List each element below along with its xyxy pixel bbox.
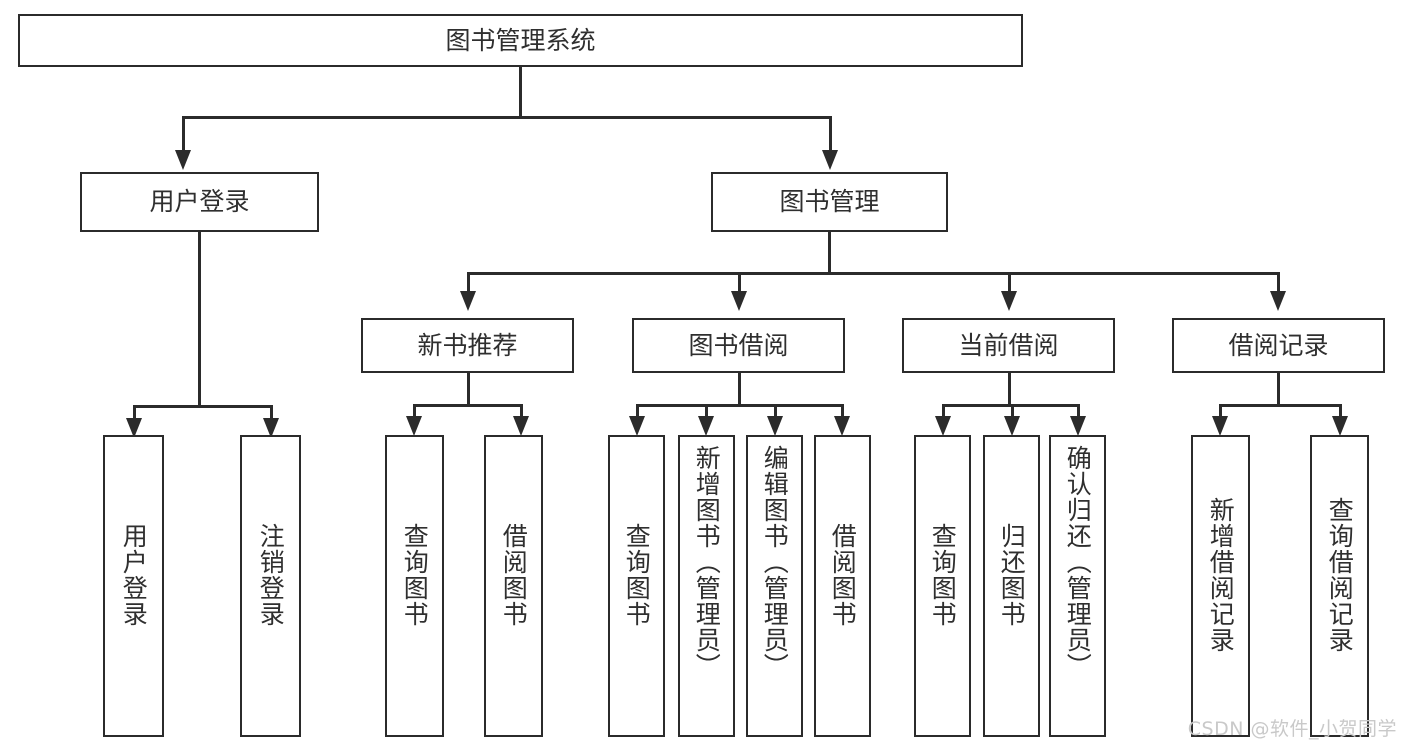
connector-user-login-trunk (198, 232, 201, 407)
connector-bm-to-new-book (467, 272, 470, 294)
arrowhead-root-to-book-management (822, 150, 838, 170)
connector-borrow-record-trunk (1277, 373, 1280, 406)
connector-root-trunk (519, 67, 522, 117)
connector-book-management-trunk (828, 232, 831, 274)
arrowhead-bm-to-current-borrow (1001, 291, 1017, 311)
connector-bm-to-borrow-record (1277, 272, 1280, 294)
leaf-borrow-book-1[interactable]: 借阅图书 (484, 435, 543, 737)
arrowhead-bb-to-leaf-3 (767, 416, 783, 436)
arrowhead-bb-to-leaf-1 (629, 416, 645, 436)
leaf-user-login[interactable]: 用户登录 (103, 435, 164, 737)
arrowhead-cb-to-leaf-1 (935, 416, 951, 436)
arrowhead-cb-to-leaf-2 (1004, 416, 1020, 436)
leaf-borrow-book-2[interactable]: 借阅图书 (814, 435, 871, 737)
connector-root-to-user-login (182, 116, 185, 152)
connector-bm-to-current-borrow (1008, 272, 1011, 294)
leaf-add-record[interactable]: 新增借阅记录 (1191, 435, 1250, 737)
leaf-edit-book[interactable]: 编辑图书（管理员） (746, 435, 803, 737)
connector-book-management-bus (467, 272, 1279, 275)
connector-bb-to-leaf-3 (774, 404, 777, 420)
connector-new-book-trunk (467, 373, 470, 406)
arrowhead-bb-to-leaf-4 (834, 416, 850, 436)
arrowhead-bm-to-new-book (460, 291, 476, 311)
connector-br-to-leaf-1 (1219, 404, 1222, 420)
arrowhead-bb-to-leaf-2 (698, 416, 714, 436)
arrowhead-new-book-to-leaf-2 (513, 416, 529, 436)
node-borrow-record[interactable]: 借阅记录 (1172, 318, 1385, 373)
connector-new-book-to-leaf-1 (413, 404, 416, 420)
leaf-query-book-3[interactable]: 查询图书 (914, 435, 971, 737)
node-book-management[interactable]: 图书管理 (711, 172, 948, 232)
node-new-book-recommend[interactable]: 新书推荐 (361, 318, 574, 373)
leaf-add-book[interactable]: 新增图书（管理员） (678, 435, 735, 737)
node-book-borrow[interactable]: 图书借阅 (632, 318, 845, 373)
connector-user-login-bus (133, 405, 273, 408)
arrowhead-br-to-leaf-2 (1332, 416, 1348, 436)
connector-bb-to-leaf-1 (636, 404, 639, 420)
arrowhead-new-book-to-leaf-1 (406, 416, 422, 436)
connector-current-borrow-trunk (1008, 373, 1011, 406)
arrowhead-cb-to-leaf-3 (1070, 416, 1086, 436)
connector-bm-to-book-borrow (738, 272, 741, 294)
connector-cb-to-leaf-2 (1011, 404, 1014, 420)
arrowhead-br-to-leaf-1 (1212, 416, 1228, 436)
leaf-return-book[interactable]: 归还图书 (983, 435, 1040, 737)
connector-borrow-record-bus (1219, 404, 1341, 407)
arrowhead-user-login-to-leaf-1 (126, 418, 142, 438)
connector-root-to-book-management (829, 116, 832, 152)
leaf-query-book-1[interactable]: 查询图书 (385, 435, 444, 737)
connector-br-to-leaf-2 (1339, 404, 1342, 420)
arrowhead-root-to-user-login (175, 150, 191, 170)
node-user-login[interactable]: 用户登录 (80, 172, 319, 232)
arrowhead-bm-to-book-borrow (731, 291, 747, 311)
arrowhead-bm-to-borrow-record (1270, 291, 1286, 311)
leaf-confirm-return[interactable]: 确认归还（管理员） (1049, 435, 1106, 737)
connector-book-borrow-bus (636, 404, 843, 407)
leaf-logout[interactable]: 注销登录 (240, 435, 301, 737)
connector-book-borrow-trunk (738, 373, 741, 406)
node-root-book-management-system[interactable]: 图书管理系统 (18, 14, 1023, 67)
connector-user-login-to-leaf-2 (270, 405, 273, 423)
connector-current-borrow-bus (942, 404, 1079, 407)
arrowhead-user-login-to-leaf-2 (263, 418, 279, 438)
leaf-query-book-2[interactable]: 查询图书 (608, 435, 665, 737)
leaf-query-record[interactable]: 查询借阅记录 (1310, 435, 1369, 737)
connector-root-bus (182, 116, 831, 119)
connector-new-book-to-leaf-2 (520, 404, 523, 420)
connector-bb-to-leaf-2 (705, 404, 708, 420)
node-current-borrow[interactable]: 当前借阅 (902, 318, 1115, 373)
connector-new-book-bus (413, 404, 522, 407)
connector-cb-to-leaf-1 (942, 404, 945, 420)
connector-user-login-to-leaf-1 (133, 405, 136, 423)
connector-bb-to-leaf-4 (841, 404, 844, 420)
connector-cb-to-leaf-3 (1077, 404, 1080, 420)
